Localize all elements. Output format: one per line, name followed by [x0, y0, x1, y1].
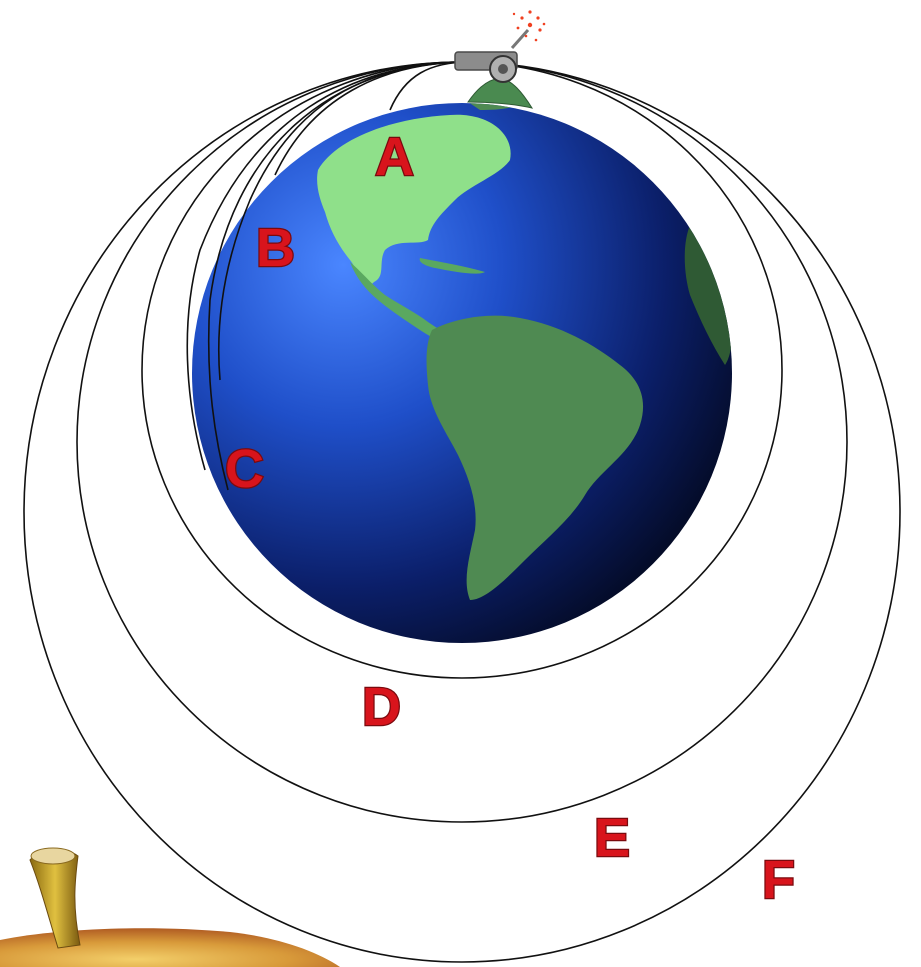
trajectory-label-e: E	[594, 808, 630, 868]
trajectory-label-a: A	[375, 127, 414, 187]
earth-globe	[192, 86, 732, 643]
trajectory-label-f: F	[762, 850, 795, 910]
apple-image	[0, 848, 340, 967]
fuse-spark-icon	[513, 10, 546, 41]
apple-body	[0, 928, 340, 967]
cannon-icon	[455, 10, 545, 82]
trajectory-label-d: D	[362, 677, 401, 737]
trajectory-label-c: C	[225, 439, 264, 499]
trajectory-label-b: B	[256, 218, 295, 278]
